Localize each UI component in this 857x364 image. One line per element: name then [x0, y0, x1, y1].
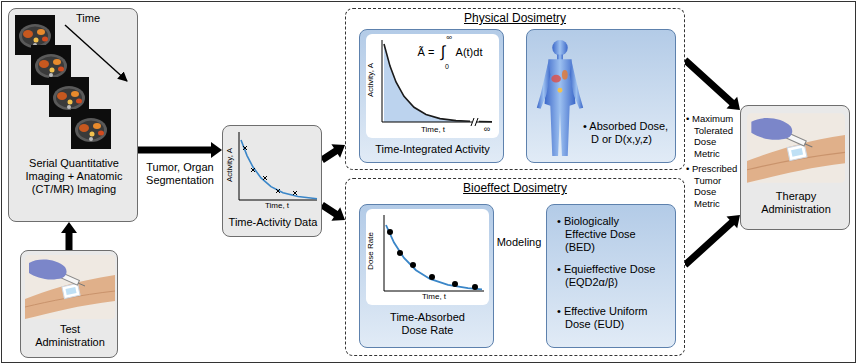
- axis-label: Time: [76, 13, 100, 24]
- svg-rect: [366, 34, 499, 138]
- box-text: • Biologically Effective Dose (BED): [557, 215, 661, 254]
- process-box: Serial Quantitative Imaging + Anatomic (…: [8, 8, 138, 222]
- svg-circle: [552, 40, 567, 55]
- svg-line: [471, 118, 474, 126]
- axis-label: Activity, A: [367, 63, 375, 97]
- svg-circle: [410, 262, 416, 268]
- box-text: • Equieffective Dose (EQD2α/β): [557, 263, 661, 289]
- time-activity-plot: [223, 126, 323, 214]
- box-text: Time-Integrated Activity: [364, 143, 501, 156]
- ct-image-stack: [9, 9, 139, 155]
- block-arrow: [683, 215, 740, 268]
- axis-label: A(t)dt: [456, 47, 483, 58]
- box-text: Serial Quantitative Imaging + Anatomic (…: [19, 157, 129, 196]
- axis-label: ∞: [484, 125, 490, 134]
- injection-photo: [25, 255, 115, 319]
- process-box: • Absorbed Dose, D or D(x,y,z): [526, 29, 676, 163]
- block-arrow: [683, 57, 740, 110]
- box-text: Time-Activity Data: [225, 216, 321, 229]
- svg-use: [25, 255, 115, 319]
- group-box: Bioeffect Dosimetry Time-Absorbed Dose R…: [345, 178, 685, 356]
- process-box: Time-Activity Data: [222, 125, 322, 237]
- svg-ellipse: [551, 75, 561, 83]
- svg-rect: [366, 209, 489, 305]
- svg-polyline: [241, 140, 317, 199]
- axis-label: Time, t: [422, 293, 446, 301]
- svg-polyline: [386, 225, 482, 289]
- svg-line: [479, 121, 492, 123]
- group-box: Physical Dosimetry Time-Integrated Activ…: [345, 8, 685, 170]
- svg-line: [475, 118, 478, 126]
- svg-path: [243, 146, 297, 195]
- svg-path: [537, 61, 551, 108]
- axis-label: Ã =: [418, 47, 435, 58]
- axis-label: ∞: [446, 34, 452, 42]
- box-text: Test Administration: [25, 323, 115, 349]
- box-text: Time-Absorbed Dose Rate: [379, 311, 476, 337]
- svg-path: [570, 61, 584, 108]
- svg-circle: [387, 229, 393, 235]
- edge-label: Tumor, Organ Segmentation: [140, 161, 220, 187]
- axis-label: ∫: [441, 44, 445, 60]
- svg-circle: [452, 281, 458, 287]
- edge-label: • Maximum Tolerated Dose Metric: [686, 113, 739, 159]
- box-text: Therapy Administration: [745, 190, 847, 216]
- block-arrow: [138, 142, 222, 158]
- svg-line: [65, 25, 127, 81]
- box-text: • Absorbed Dose, D or D(x,y,z): [583, 120, 673, 146]
- block-arrow: [320, 202, 345, 221]
- svg-polyline: [239, 132, 317, 200]
- svg-polyline: [384, 215, 484, 291]
- svg-circle: [429, 274, 435, 280]
- therapy-photo: [747, 112, 845, 184]
- svg-use: [71, 109, 111, 149]
- block-arrow: [320, 144, 345, 163]
- svg-ellipse: [562, 70, 568, 80]
- process-box: Time-Absorbed Dose Rate: [359, 204, 494, 348]
- svg-use: [747, 113, 845, 183]
- svg-circle: [558, 88, 563, 93]
- svg-line: [476, 122, 492, 123]
- group-title: Physical Dosimetry: [346, 11, 684, 25]
- axis-label: Activity, A: [226, 148, 234, 182]
- process-box: Test Administration: [20, 250, 118, 358]
- svg-circle: [472, 284, 478, 290]
- process-box: Therapy Administration: [740, 105, 850, 230]
- process-box: • Biologically Effective Dose (BED) • Equ…: [546, 204, 676, 348]
- axis-label: 0: [445, 63, 449, 70]
- dose-rate-plot: [360, 205, 495, 307]
- edge-label: • Prescribed Tumor Dose Metric: [686, 163, 739, 209]
- edge-label: Modeling: [494, 236, 544, 249]
- block-arrow: [61, 222, 77, 250]
- axis-label: Time, t: [421, 126, 445, 134]
- axis-label: Dose Rate: [367, 232, 375, 270]
- group-title: Bioeffect Dosimetry: [346, 181, 684, 195]
- body-dose-figure: [531, 34, 589, 162]
- axis-label: Time, t: [265, 202, 289, 210]
- svg-circle: [397, 250, 403, 256]
- box-text: • Effective Uniform Dose (EUD): [557, 305, 661, 331]
